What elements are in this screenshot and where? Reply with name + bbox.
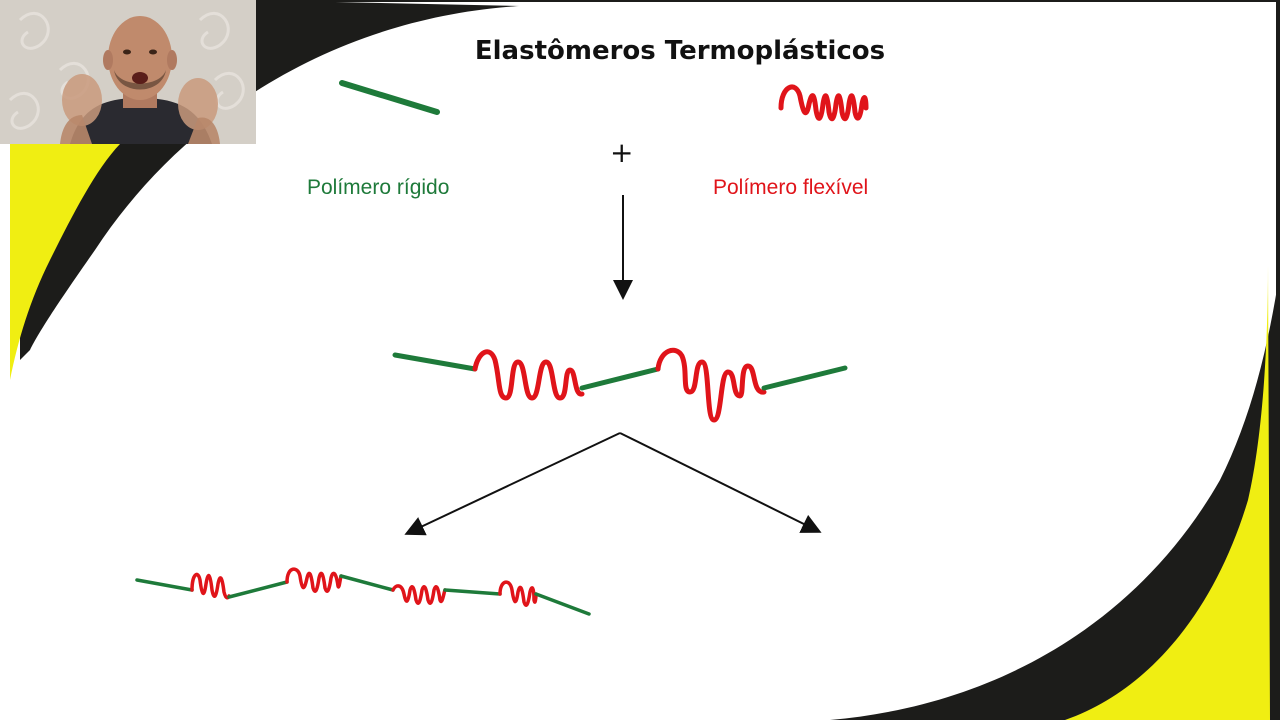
slide-title: Elastômeros Termoplásticos <box>474 36 886 66</box>
decor-top-border <box>256 0 1280 2</box>
multiblock-rigid-1 <box>135 578 194 592</box>
decor-yellow-swoosh-top-left <box>10 144 120 380</box>
decor-white-curve-top-left <box>20 0 1280 720</box>
flexible-polymer-label: Polímero flexível <box>713 176 869 199</box>
presenter-video-icon <box>0 0 256 144</box>
decor-yellow-swoosh-bottom-right <box>1065 265 1270 720</box>
multiblock-rigid-2 <box>227 580 289 599</box>
decor-black-swoosh-bottom-right <box>830 270 1280 720</box>
multiblock-flexible-4 <box>498 580 538 607</box>
multiblock-flexible-3 <box>391 584 447 605</box>
rigid-polymer-label: Polímero rígido <box>307 176 450 199</box>
presenter-webcam <box>0 0 256 144</box>
copolymer-flexible-block-2 <box>655 347 767 423</box>
copolymer-rigid-block-2 <box>579 366 661 391</box>
multiblock-rigid-4 <box>443 588 502 596</box>
branch-arrow-right <box>619 432 822 533</box>
branch-arrow-left <box>404 432 621 536</box>
block-copolymer-chain <box>392 347 848 423</box>
copolymer-rigid-block-1 <box>392 352 478 372</box>
copolymer-flexible-block-1 <box>472 349 585 401</box>
multiblock-flexible-2 <box>285 567 343 593</box>
multiblock-rigid-3 <box>339 574 395 592</box>
multiblock-rigid-5 <box>534 592 591 616</box>
flexible-polymer-coil <box>778 84 869 122</box>
decor-right-border <box>1276 0 1280 720</box>
plus-sign: + <box>610 136 634 169</box>
copolymer-rigid-block-3 <box>761 365 848 391</box>
rigid-polymer-segment <box>339 80 440 115</box>
multiblock-flexible-1 <box>190 572 231 600</box>
multiblock-copolymer-chain <box>135 567 591 616</box>
